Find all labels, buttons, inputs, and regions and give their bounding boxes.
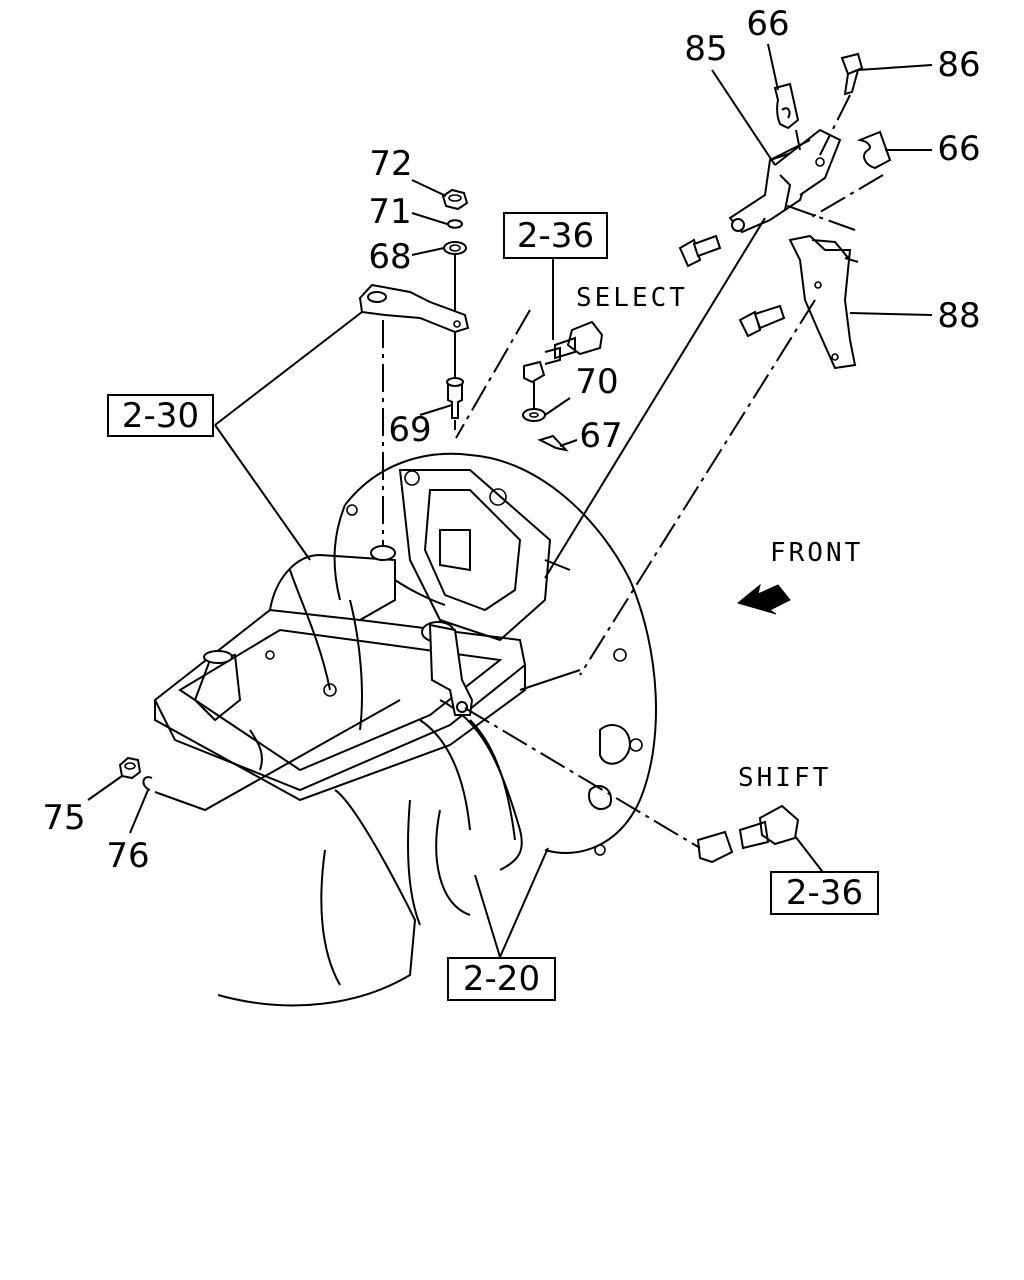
transmission-housing (217, 452, 658, 1007)
part-number-66-top: 66 (746, 4, 789, 44)
part-number-75: 75 (42, 798, 85, 838)
ref-box-2-30: 2-30 (107, 394, 214, 437)
bolt-88 (738, 304, 786, 338)
clip-66a (773, 82, 800, 130)
part-number-88: 88 (937, 296, 980, 336)
shift-cover (153, 545, 527, 802)
bolt-85 (678, 234, 722, 268)
ref-label-2-30: 2-30 (122, 396, 199, 436)
lock-washer-71 (446, 219, 464, 229)
select-cable-end (522, 260, 604, 452)
part-number-68: 68 (368, 237, 411, 277)
ref-box-2-36-select: 2-36 (503, 212, 608, 259)
washer-70 (522, 408, 546, 422)
nut-75 (118, 756, 142, 780)
part-number-76: 76 (106, 836, 149, 876)
part-number-86: 86 (937, 45, 980, 85)
part-number-66-right: 66 (937, 129, 980, 169)
ring-76 (142, 776, 153, 791)
clip-66b (856, 130, 892, 170)
part-number-85: 85 (684, 29, 727, 69)
part-number-67: 67 (579, 416, 622, 456)
pin-69 (447, 381, 463, 419)
ref-box-2-36-shift: 2-36 (770, 871, 879, 915)
lever-88 (788, 234, 859, 370)
part-number-71: 71 (368, 192, 411, 232)
shift-lever-bracket (428, 623, 474, 716)
ref-label-2-36-shift: 2-36 (786, 873, 863, 913)
front-arrow-icon (736, 583, 791, 615)
bracket-85 (728, 128, 842, 234)
nut-72 (441, 188, 469, 211)
ref-label-2-20: 2-20 (463, 959, 540, 999)
ref-box-2-20: 2-20 (447, 957, 556, 1001)
dashed-center-lines (382, 94, 884, 849)
part-number-69: 69 (388, 410, 431, 450)
clip-67 (537, 434, 569, 452)
shift-cable-end (696, 804, 800, 864)
bolt-86 (840, 52, 864, 96)
part-number-70: 70 (575, 362, 618, 402)
ref-label-2-36-select: 2-36 (517, 216, 594, 256)
select-label: SELECT (576, 283, 688, 313)
front-label: FRONT (770, 538, 863, 568)
select-lever-72-69 (358, 188, 470, 419)
washer-68 (443, 241, 467, 255)
part-number-72: 72 (369, 144, 412, 184)
select-lever-arm (358, 283, 470, 334)
leader-lines (87, 43, 933, 958)
shift-label: SHIFT (738, 763, 831, 793)
